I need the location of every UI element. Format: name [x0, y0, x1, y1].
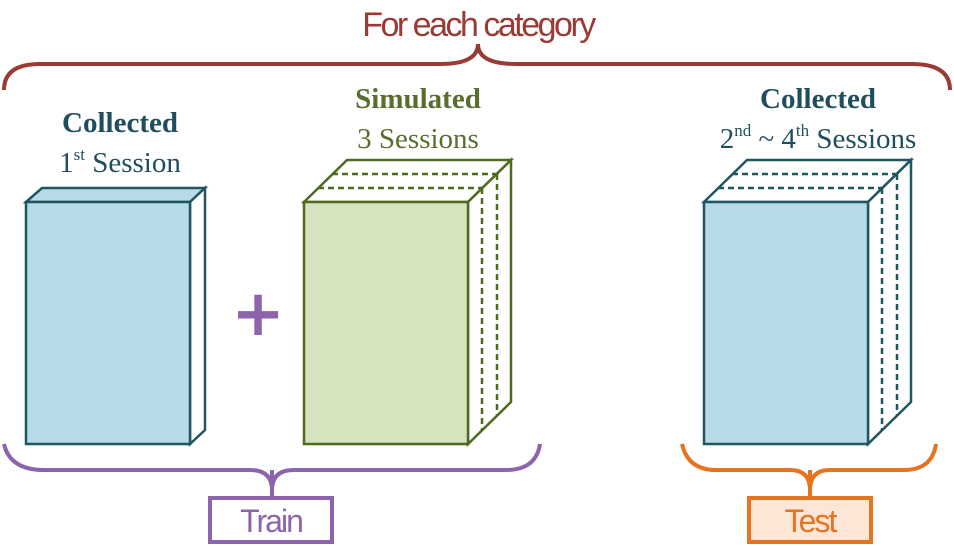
collected-rest-block — [700, 157, 915, 447]
plus-operator: + — [231, 277, 285, 351]
category-brace — [2, 43, 952, 91]
collected-first-subheading: 1st Session — [59, 145, 181, 179]
train-label-box — [208, 496, 334, 544]
train-label: Train — [240, 503, 302, 539]
simulated-block — [300, 157, 515, 447]
collected-first-heading: Collected — [62, 107, 178, 139]
test-label-box — [747, 496, 873, 544]
simulated-heading: Simulated — [355, 83, 481, 115]
simulated-subheading: 3 Sessions — [357, 123, 479, 155]
category-title: For each category — [362, 6, 596, 44]
collected-first-block — [22, 185, 209, 447]
test-label: Test — [785, 503, 838, 539]
collected-rest-heading: Collected — [760, 83, 876, 115]
collected-rest-subheading: 2nd ~ 4th Sessions — [720, 121, 917, 155]
